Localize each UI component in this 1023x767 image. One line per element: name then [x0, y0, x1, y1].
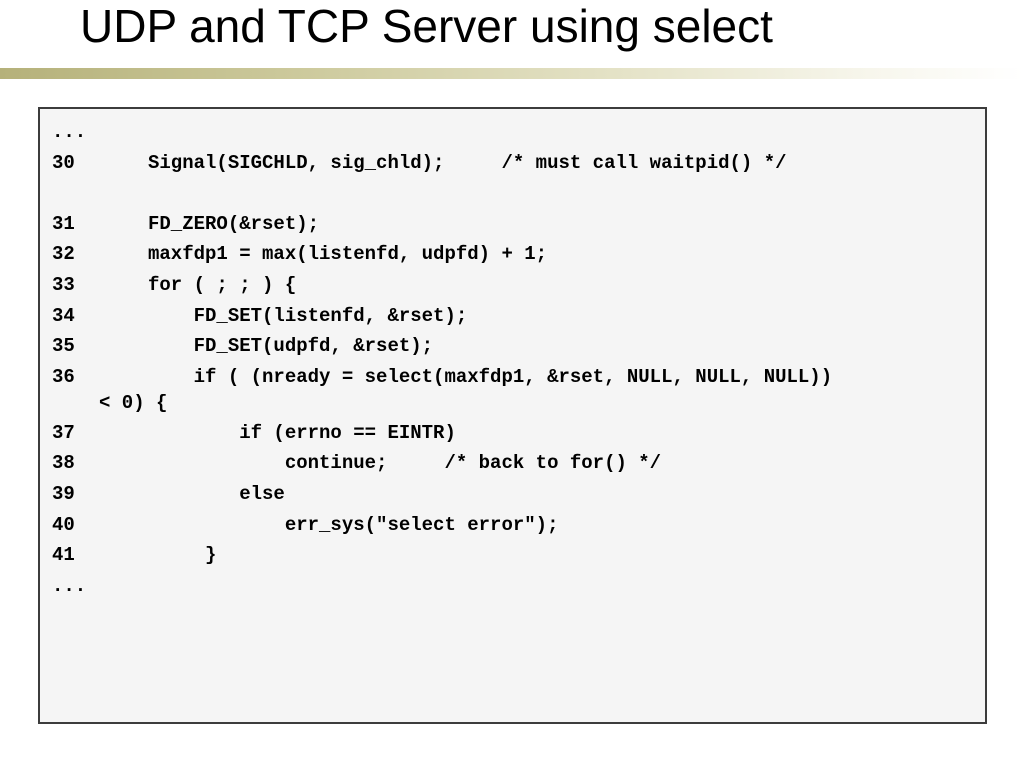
line-code: FD_SET(listenfd, &rset);	[148, 304, 468, 327]
line-code: }	[148, 544, 217, 567]
code-line-36: 36 if ( (nready = select(maxfdp1, &rset,…	[52, 364, 985, 420]
line-number: 40	[52, 513, 75, 536]
line-number: 35	[52, 335, 75, 358]
line-code: FD_ZERO(&rset);	[148, 212, 320, 235]
line-code: continue; /* back to for() */	[148, 452, 662, 475]
line-number: 33	[52, 273, 75, 296]
code-line-31: 31 FD_ZERO(&rset);	[52, 211, 985, 242]
code-ellipsis-top: ...	[52, 121, 87, 143]
line-code: for ( ; ; ) {	[148, 273, 297, 296]
code-line-39: 39 else	[52, 481, 985, 512]
code-line-34: 34 FD_SET(listenfd, &rset);	[52, 303, 985, 334]
code-line-40: 40 err_sys("select error");	[52, 512, 985, 543]
line-number: 38	[52, 452, 75, 475]
line-code: err_sys("select error");	[148, 513, 559, 536]
line-code: else	[148, 482, 285, 505]
line-code: maxfdp1 = max(listenfd, udpfd) + 1;	[148, 243, 548, 266]
code-blank-line	[52, 180, 985, 211]
code-line-37: 37 if (errno == EINTR)	[52, 420, 985, 451]
line-code-continuation: < 0) {	[99, 391, 168, 414]
code-line-33: 33 for ( ; ; ) {	[52, 272, 985, 303]
line-code: FD_SET(udpfd, &rset);	[148, 335, 434, 358]
line-number: 36	[52, 365, 75, 388]
line-number: 39	[52, 482, 75, 505]
line-number: 32	[52, 243, 75, 266]
line-code: Signal(SIGCHLD, sig_chld); /* must call …	[148, 151, 787, 174]
line-number: 31	[52, 212, 75, 235]
code-line-38: 38 continue; /* back to for() */	[52, 450, 985, 481]
line-code: if (errno == EINTR)	[148, 421, 456, 444]
line-number: 41	[52, 544, 75, 567]
slide-title: UDP and TCP Server using select	[80, 0, 773, 52]
line-number: 37	[52, 421, 75, 444]
code-line-32: 32 maxfdp1 = max(listenfd, udpfd) + 1;	[52, 241, 985, 272]
line-code: if ( (nready = select(maxfdp1, &rset, NU…	[148, 365, 833, 388]
code-line-41: 41 }	[52, 542, 985, 573]
line-number: 34	[52, 304, 75, 327]
code-line-30: 30 Signal(SIGCHLD, sig_chld); /* must cal…	[52, 150, 985, 181]
code-line-35: 35 FD_SET(udpfd, &rset);	[52, 333, 985, 364]
code-listing-panel: ... 30 Signal(SIGCHLD, sig_chld); /* must…	[38, 107, 987, 724]
code-ellipsis-bottom: ...	[52, 574, 87, 597]
title-underline-bar	[0, 68, 1023, 79]
line-number: 30	[52, 151, 75, 174]
